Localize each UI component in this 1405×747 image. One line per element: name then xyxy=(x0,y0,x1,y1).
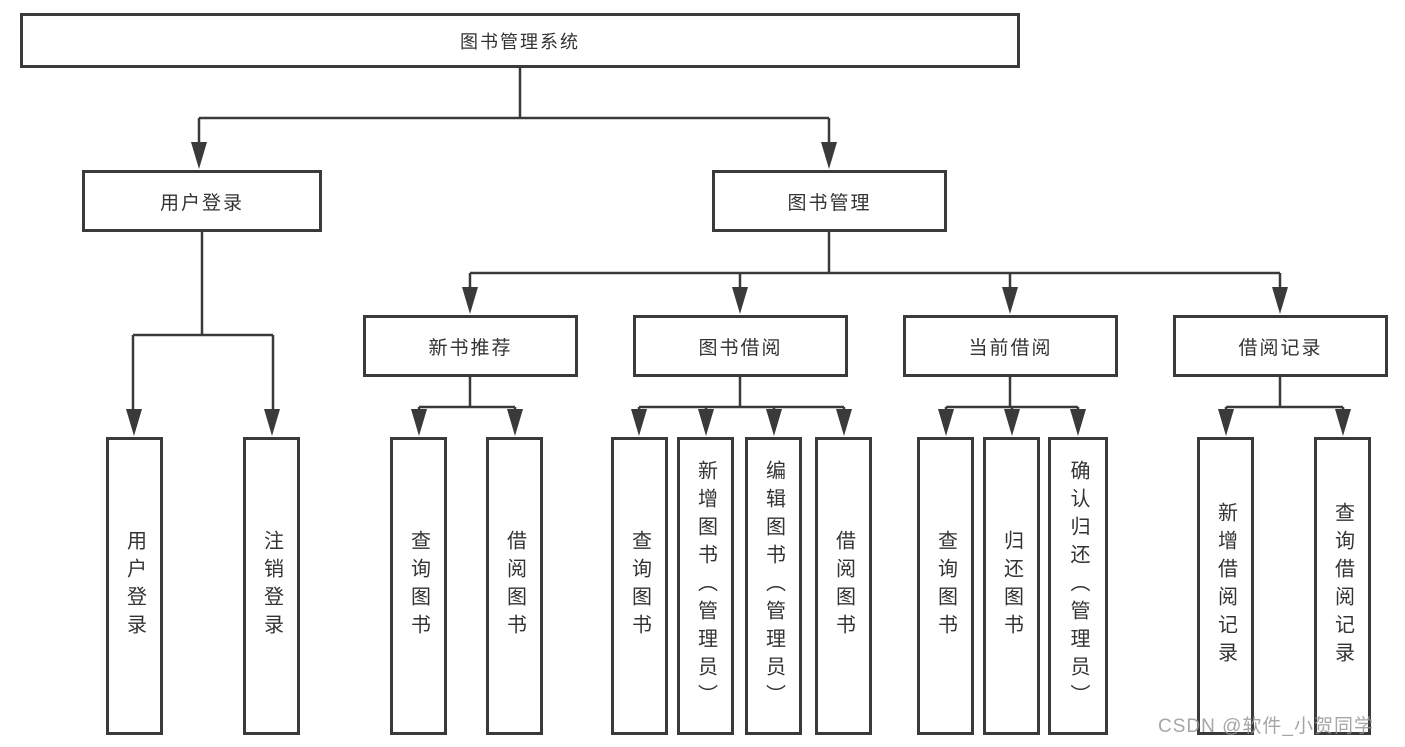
node-query-books-borrowing: 查询图书 xyxy=(611,437,668,735)
arrowhead xyxy=(462,287,478,314)
arrowhead xyxy=(1335,409,1351,436)
node-borrowing-records: 借阅记录 xyxy=(1173,315,1388,377)
node-library-management-system: 图书管理系统 xyxy=(20,13,1020,68)
node-add-borrow-record: 新增借阅记录 xyxy=(1197,437,1254,735)
arrowhead xyxy=(507,409,523,436)
node-user-login-leaf: 用户登录 xyxy=(106,437,163,735)
arrowhead xyxy=(732,287,748,314)
node-query-books-current: 查询图书 xyxy=(917,437,974,735)
node-borrow-books-recommend: 借阅图书 xyxy=(486,437,543,735)
arrowhead xyxy=(411,409,427,436)
arrowheads xyxy=(126,142,1351,436)
node-return-books: 归还图书 xyxy=(983,437,1040,735)
node-add-books-admin: 新增图书（管理员） xyxy=(677,437,734,735)
node-book-management: 图书管理 xyxy=(712,170,947,232)
arrowhead xyxy=(698,409,714,436)
node-book-borrowing: 图书借阅 xyxy=(633,315,848,377)
node-user-login: 用户登录 xyxy=(82,170,322,232)
connector-new-book-to-leaves xyxy=(417,377,517,412)
node-new-book-recommendation: 新书推荐 xyxy=(363,315,578,377)
connector-current-borrow-to-leaves xyxy=(944,377,1080,412)
node-current-borrowing: 当前借阅 xyxy=(903,315,1118,377)
connector-root-to-level2 xyxy=(197,68,831,145)
arrowhead xyxy=(1002,287,1018,314)
arrowhead xyxy=(836,409,852,436)
arrowhead xyxy=(1070,409,1086,436)
node-query-books-recommend: 查询图书 xyxy=(390,437,447,735)
arrowhead xyxy=(1272,287,1288,314)
connector-user-login-to-leaves xyxy=(131,232,275,412)
connectors xyxy=(131,68,1345,412)
arrowhead xyxy=(938,409,954,436)
connector-records-to-leaves xyxy=(1224,377,1345,412)
node-borrow-books-borrowing: 借阅图书 xyxy=(815,437,872,735)
arrowhead xyxy=(264,409,280,436)
arrowhead xyxy=(1004,409,1020,436)
connector-book-borrow-to-leaves xyxy=(637,377,846,412)
arrowhead xyxy=(821,142,837,169)
connector-book-management-to-level3 xyxy=(468,232,1282,290)
csdn-watermark: CSDN @软件_小贺同学 xyxy=(1158,716,1374,737)
arrowhead xyxy=(1218,409,1234,436)
node-confirm-return-admin: 确认归还（管理员） xyxy=(1048,437,1108,735)
arrowhead xyxy=(631,409,647,436)
arrowhead xyxy=(766,409,782,436)
arrowhead xyxy=(126,409,142,436)
arrowhead xyxy=(191,142,207,169)
node-edit-books-admin: 编辑图书（管理员） xyxy=(745,437,802,735)
node-logout: 注销登录 xyxy=(243,437,300,735)
node-query-borrow-record: 查询借阅记录 xyxy=(1314,437,1371,735)
